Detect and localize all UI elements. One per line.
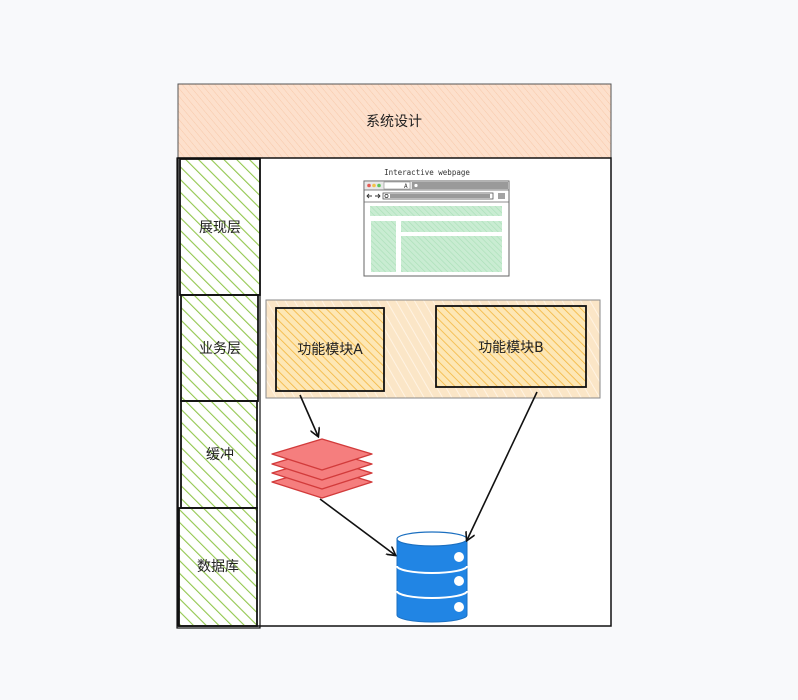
arrow-cache-to-database: [319, 498, 395, 555]
webpage-caption: Interactive webpage: [384, 168, 470, 177]
title-banner: 系统设计: [177, 83, 612, 159]
forward-arrow-icon: [375, 193, 381, 199]
layer-column: 展现层 业务层 缓冲 数据库: [176, 157, 261, 629]
wireframe-header-block: [370, 206, 502, 216]
module-group: 功能模块A 功能模块B: [265, 299, 601, 399]
search-icon: [384, 194, 389, 198]
diagram-title: 系统设计: [366, 114, 422, 130]
wireframe-sidebar-block: [371, 221, 396, 272]
cache-stack-icon: [271, 438, 373, 499]
layer-label: 数据库: [197, 559, 239, 575]
layer-database: 数据库: [176, 157, 261, 629]
layer-presentation: 展现层: [179, 158, 261, 296]
layer-business: 业务层: [180, 294, 259, 402]
maximize-dot-icon: [377, 183, 381, 188]
menu-icon: [498, 193, 505, 199]
webpage-wireframe: Interactive webpage A: [363, 168, 510, 277]
flow-arrows: [299, 391, 538, 555]
wireframe-content-block: [401, 221, 502, 232]
arrow-module-b-to-database: [467, 391, 538, 540]
layer-label: 缓冲: [206, 447, 234, 463]
layer-label: 业务层: [199, 341, 241, 357]
layer-label: 展现层: [199, 220, 241, 236]
layer-cache: 缓冲: [180, 400, 258, 509]
module-label: 功能模块A: [297, 342, 363, 358]
module-label: 功能模块B: [478, 340, 544, 356]
database-icon: [396, 531, 468, 623]
minimize-dot-icon: [372, 183, 376, 188]
close-dot-icon: [367, 183, 371, 188]
arrow-module-a-to-cache: [299, 394, 318, 436]
browser-tab-label: A: [404, 183, 408, 190]
module-a: 功能模块A: [275, 307, 385, 392]
module-b: 功能模块B: [435, 305, 587, 388]
back-arrow-icon: [366, 193, 372, 199]
wireframe-content-block: [401, 236, 502, 272]
